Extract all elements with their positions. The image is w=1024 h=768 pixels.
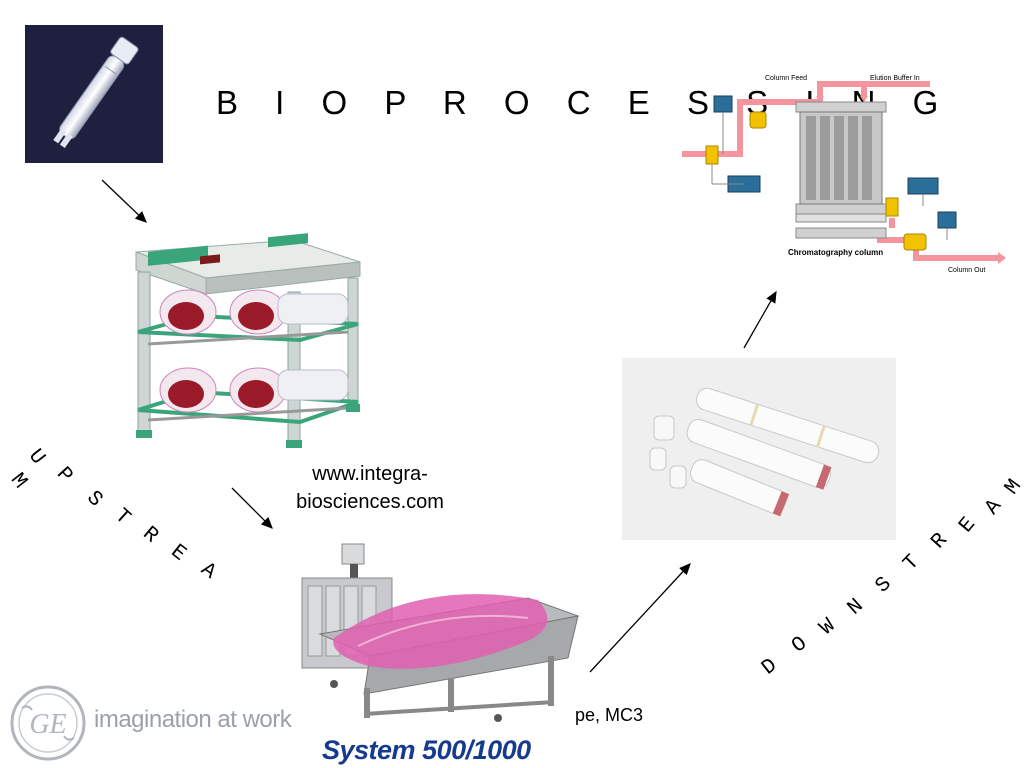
downstream-letter: N <box>843 594 869 621</box>
svg-text:GE: GE <box>29 709 66 740</box>
filter-cartridges-image <box>622 358 896 540</box>
ge-logo: GE <box>8 684 88 762</box>
vial-image <box>25 25 163 163</box>
upstream-letter: R <box>137 522 163 549</box>
arrow-bioreactor-to-filters <box>589 563 691 673</box>
ge-monogram-icon: GE <box>10 685 86 761</box>
column-label: Chromatography column <box>788 248 883 257</box>
column-feed-label: Column Feed <box>765 75 807 82</box>
caption-fragment: pe, MC3 <box>575 705 644 725</box>
integra-url: www.integra-biosciences.com <box>296 463 444 513</box>
chromatography-diagram: Column Feed Elution Buffer In Chromatogr… <box>680 68 1020 280</box>
downstream-letter: W <box>815 614 841 641</box>
arrow-vial-to-shaker <box>101 179 147 223</box>
downstream-letter: T <box>899 550 925 577</box>
downstream-letter: D <box>757 654 783 681</box>
upstream-letter: U <box>23 445 49 470</box>
integra-roller-image <box>128 232 368 454</box>
upstream-letter: M <box>5 469 31 494</box>
arrow-shaker-to-bioreactor <box>231 487 273 529</box>
upstream-letter: A <box>196 558 220 585</box>
arrow-filters-to-chromatography <box>743 290 777 349</box>
elution-buffer-label: Elution Buffer In <box>870 75 920 82</box>
column-out-label: Column Out <box>948 267 985 274</box>
system-label: System 500/1000 <box>322 735 531 765</box>
upstream-letter: S <box>81 486 107 513</box>
cryovial-icon <box>53 36 139 148</box>
downstream-letter: O <box>787 632 813 659</box>
downstream-letter: A <box>981 495 1007 520</box>
downstream-letter: R <box>927 529 953 554</box>
downstream-letter: M <box>1000 475 1024 500</box>
downstream-letter: S <box>871 572 897 599</box>
upstream-letter: E <box>165 540 191 567</box>
downstream-letter: E <box>955 513 981 538</box>
upstream-letter: T <box>109 504 135 531</box>
upstream-letter: P <box>51 463 77 488</box>
ge-slogan: imagination at work <box>94 706 292 733</box>
wave-bioreactor-image <box>298 538 580 726</box>
